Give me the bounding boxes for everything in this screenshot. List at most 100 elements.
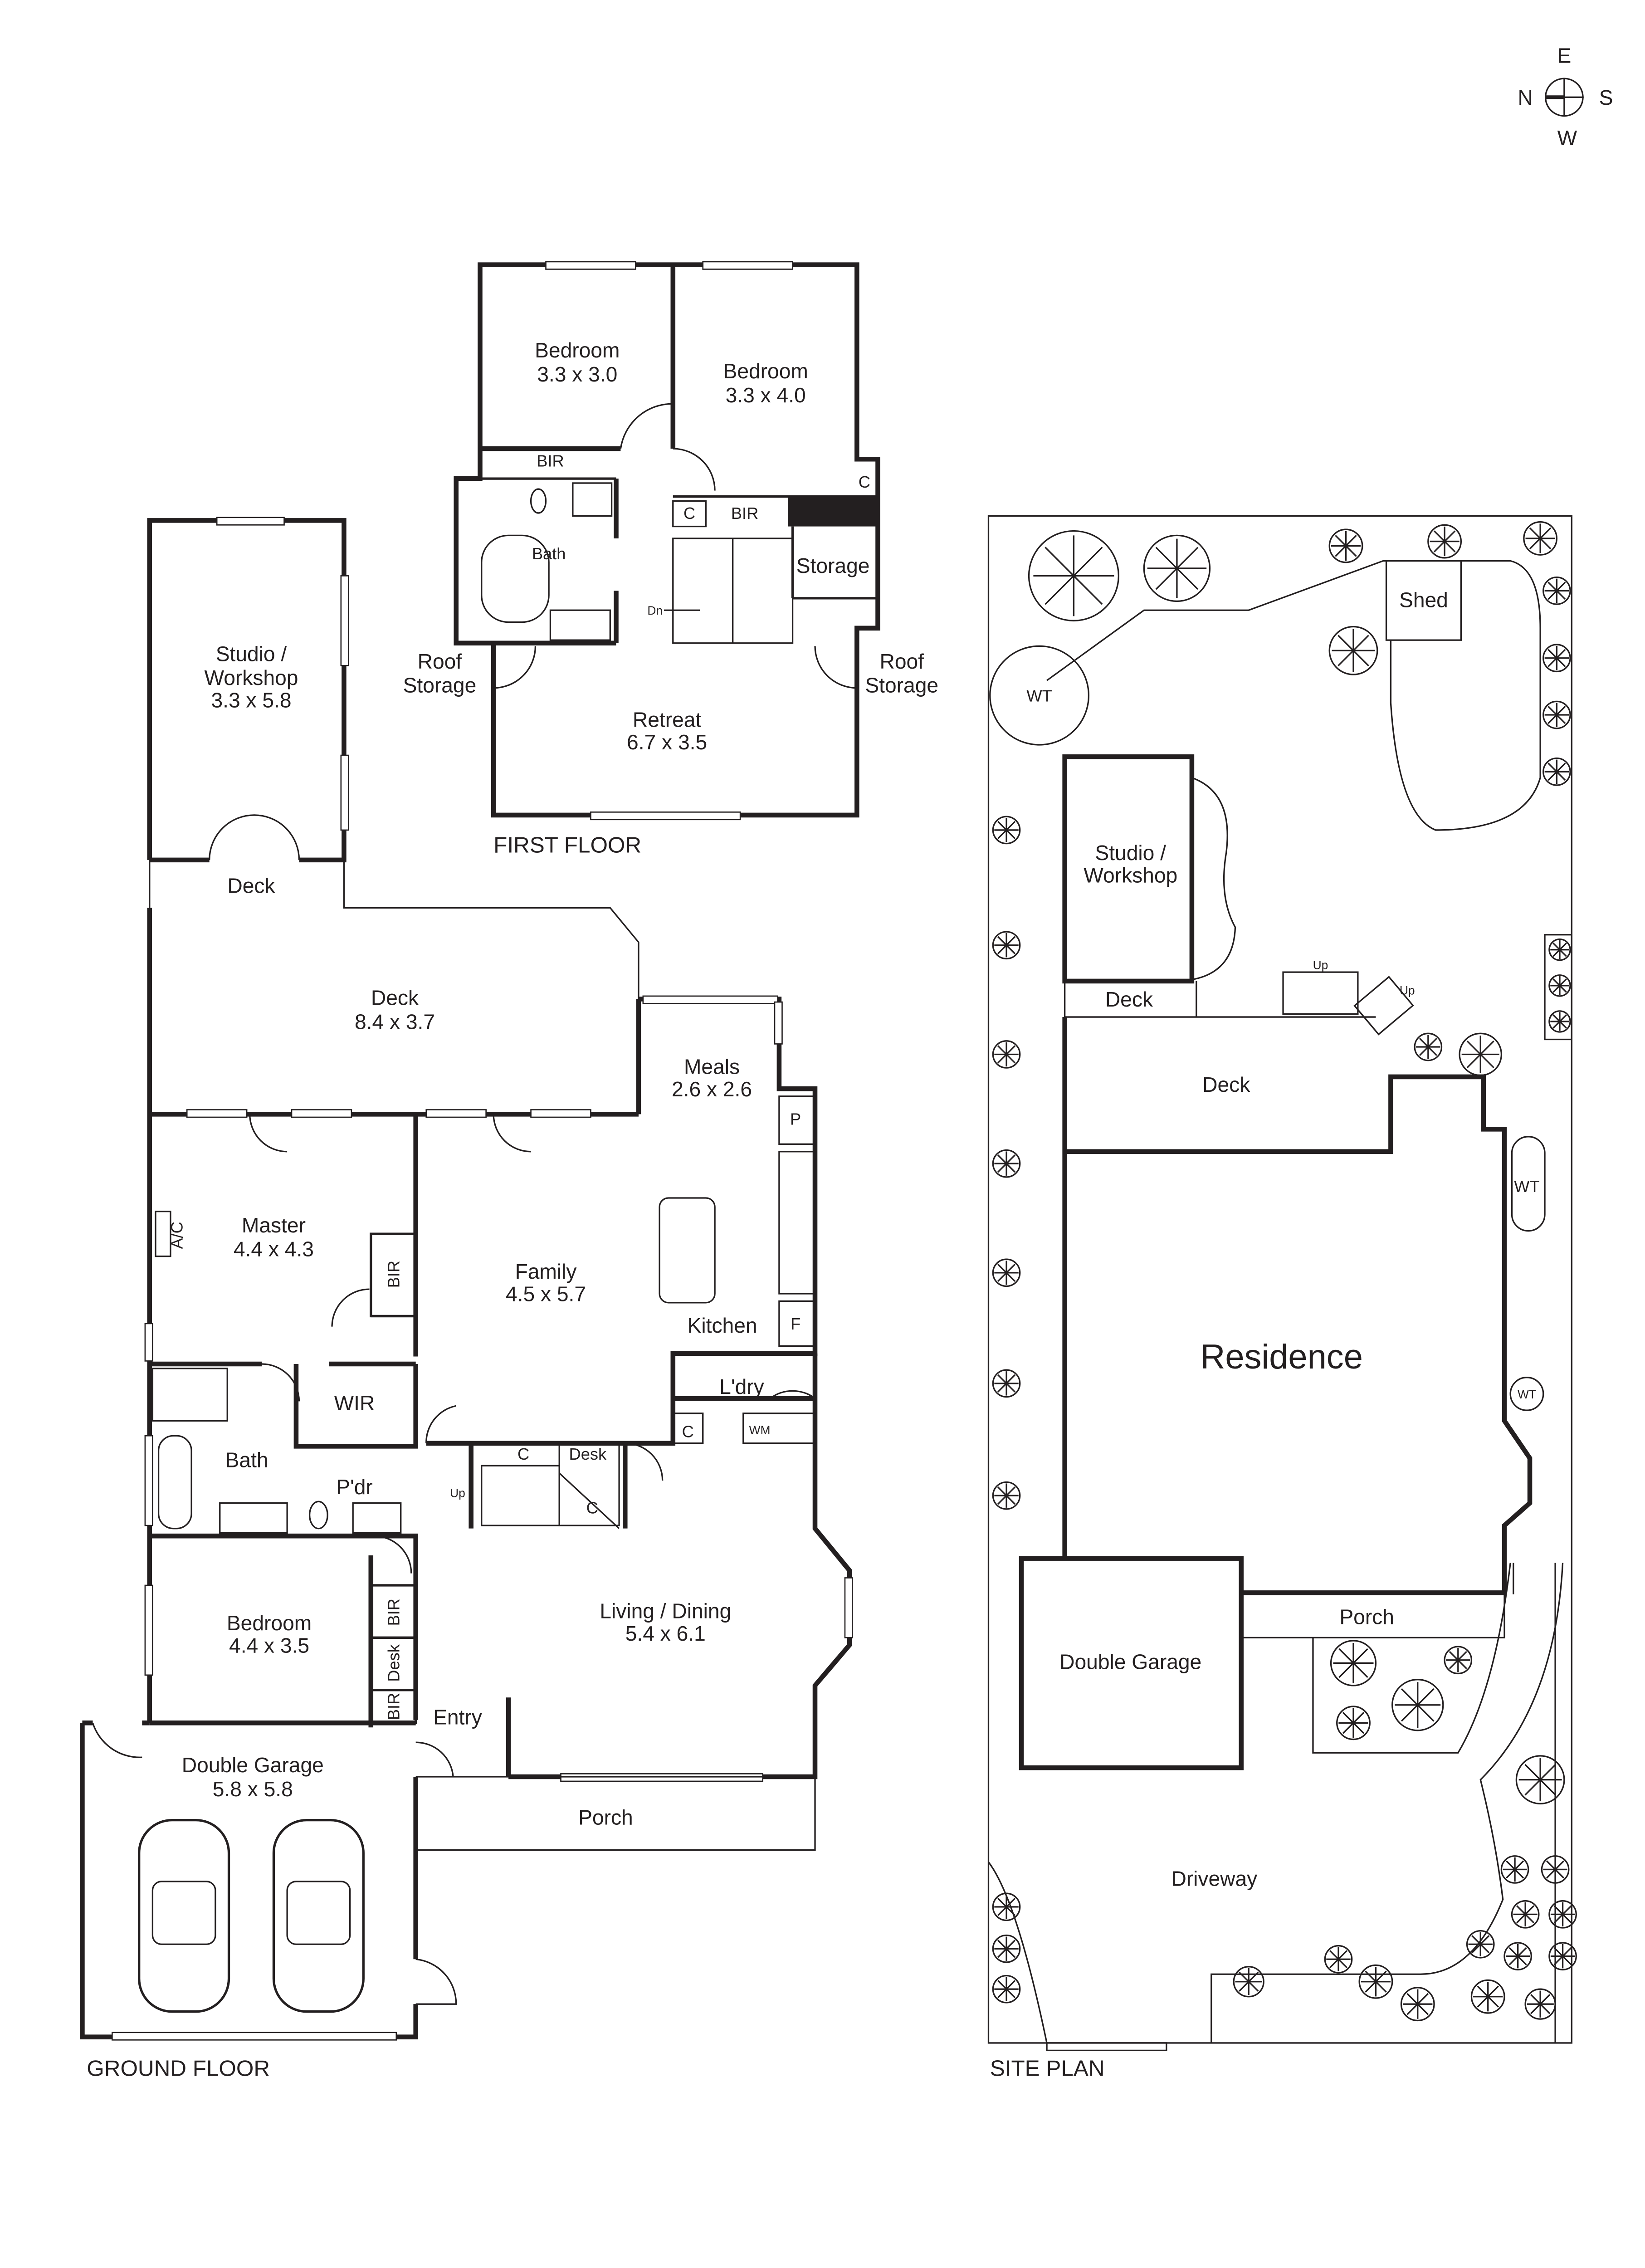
- tree-icon: [1523, 521, 1558, 556]
- tree-icon: [1542, 700, 1571, 729]
- ff-roof-storage-right-2: Storage: [865, 674, 938, 697]
- tree-icon: [1324, 1945, 1353, 1974]
- gf-laundry: L'dry: [719, 1375, 764, 1398]
- gf-wm: WM: [749, 1423, 771, 1437]
- tree-icon: [992, 1369, 1021, 1398]
- tree-icon: [1548, 1942, 1577, 1970]
- sp-wt2: WT: [1514, 1177, 1539, 1196]
- tree-icon: [1511, 1900, 1540, 1929]
- gf-bed-bir1: BIR: [384, 1598, 403, 1626]
- sp-shed: Shed: [1399, 588, 1448, 612]
- compass-w: W: [1557, 126, 1577, 150]
- tree-icon: [992, 1258, 1021, 1287]
- tree-icon: [992, 1149, 1021, 1178]
- sp-studio-2: Workshop: [1084, 863, 1177, 887]
- compass-icon: E N S W: [1518, 44, 1613, 149]
- site-plan-title: SITE PLAN: [990, 2056, 1105, 2081]
- gf-up: Up: [450, 1486, 465, 1500]
- gf-fridge: F: [791, 1315, 801, 1333]
- floor-plan-sheet: E N S W Bedroom 3.3 x 3.0 Bedroom: [80, 44, 1613, 2081]
- tree-icon: [1524, 1988, 1556, 2020]
- tree-icon: [1391, 1679, 1444, 1731]
- ff-c1: C: [683, 504, 695, 523]
- car-icon: [138, 1818, 230, 2013]
- ff-bir1: BIR: [537, 452, 564, 470]
- ff-roof-storage-right-1: Roof: [879, 650, 924, 673]
- tree-icon: [1548, 1900, 1577, 1929]
- tree-icon: [1548, 974, 1571, 997]
- ff-bedroom2-dims: 3.3 x 4.0: [726, 383, 806, 407]
- tree-icon: [1542, 577, 1571, 605]
- tree-icon: [1330, 1640, 1377, 1686]
- gf-meals-name: Meals: [684, 1055, 740, 1078]
- gf-studio-2: Workshop: [205, 666, 298, 689]
- tree-icon: [1427, 524, 1462, 559]
- sp-residence: Residence: [1201, 1338, 1363, 1376]
- tree-icon: [1459, 1032, 1503, 1076]
- compass-e: E: [1557, 44, 1571, 67]
- gf-powder: P'dr: [336, 1475, 373, 1499]
- gf-porch: Porch: [578, 1806, 633, 1829]
- tree-icon: [1548, 1010, 1571, 1033]
- sp-wt3: WT: [1518, 1388, 1536, 1401]
- ff-retreat-dims: 6.7 x 3.5: [627, 730, 707, 754]
- tree-icon: [1500, 1855, 1529, 1884]
- tree-icon: [1336, 1706, 1371, 1740]
- sp-up2: Up: [1400, 984, 1415, 997]
- gf-master-name: Master: [242, 1213, 306, 1237]
- tree-icon: [1400, 1987, 1435, 2022]
- gf-meals-dims: 2.6 x 2.6: [672, 1077, 752, 1101]
- tree-icon: [1414, 1032, 1443, 1061]
- ground-floor-plan: Studio / Workshop 3.3 x 5.8 Deck Deck 8.…: [80, 517, 853, 2081]
- tree-icon: [1358, 1964, 1393, 1999]
- sp-garage: Double Garage: [1059, 1650, 1201, 1674]
- sp-porch: Porch: [1339, 1605, 1394, 1629]
- ground-floor-title: GROUND FLOOR: [87, 2056, 270, 2081]
- gf-stair-c: C: [517, 1445, 529, 1463]
- gf-pantry: P: [790, 1110, 801, 1128]
- gf-laundry-c: C: [682, 1422, 694, 1441]
- gf-master-bir: BIR: [384, 1261, 403, 1288]
- tree-icon: [1466, 1930, 1495, 1959]
- ff-bedroom1-dims: 3.3 x 3.0: [537, 362, 617, 386]
- sp-deck: Deck: [1202, 1073, 1250, 1096]
- first-floor-plan: Bedroom 3.3 x 3.0 Bedroom 3.3 x 4.0 BIR …: [403, 261, 938, 857]
- ff-retreat-name: Retreat: [633, 708, 702, 731]
- gf-bed-desk: Desk: [384, 1644, 403, 1681]
- gf-bedroom-dims: 4.4 x 3.5: [229, 1633, 309, 1657]
- gf-deck-small: Deck: [227, 874, 275, 897]
- gf-studio-dims: 3.3 x 5.8: [211, 689, 291, 712]
- tree-icon: [992, 1481, 1021, 1510]
- gf-under-stair-c: C: [586, 1499, 598, 1517]
- gf-ac: A/C: [167, 1222, 186, 1249]
- tree-icon: [1541, 1855, 1570, 1884]
- ff-roof-storage-left-2: Storage: [403, 674, 477, 697]
- tree-icon: [992, 1934, 1021, 1963]
- gf-garage-name: Double Garage: [182, 1753, 324, 1777]
- tree-icon: [992, 1892, 1021, 1921]
- tree-icon: [992, 931, 1021, 960]
- tree-icon: [1542, 758, 1571, 786]
- ff-bir2: BIR: [731, 504, 758, 523]
- tree-icon: [1470, 1979, 1505, 2014]
- gf-wir: WIR: [334, 1391, 375, 1415]
- tree-icon: [1328, 528, 1363, 563]
- ff-bedroom2-name: Bedroom: [723, 359, 808, 383]
- gf-bed-bir2: BIR: [384, 1693, 403, 1720]
- tree-icon: [1542, 644, 1571, 673]
- compass-s: S: [1599, 86, 1613, 109]
- tree-icon: [1028, 530, 1119, 621]
- sp-deck-small: Deck: [1105, 987, 1153, 1011]
- sp-driveway: Driveway: [1171, 1867, 1257, 1891]
- tree-icon: [1143, 534, 1211, 602]
- site-plan: Shed WT Studio / Workshop Up Up Deck Dec…: [987, 515, 1577, 2081]
- compass-n: N: [1518, 86, 1533, 109]
- gf-deck-name: Deck: [371, 986, 419, 1010]
- gf-deck-dims: 8.4 x 3.7: [355, 1010, 435, 1033]
- tree-icon: [1328, 626, 1378, 675]
- ff-bedroom1-name: Bedroom: [535, 338, 620, 362]
- gf-bath: Bath: [225, 1448, 268, 1471]
- sp-up1: Up: [1313, 958, 1328, 972]
- tree-icon: [1548, 938, 1571, 961]
- gf-garage-dims: 5.8 x 5.8: [213, 1777, 293, 1801]
